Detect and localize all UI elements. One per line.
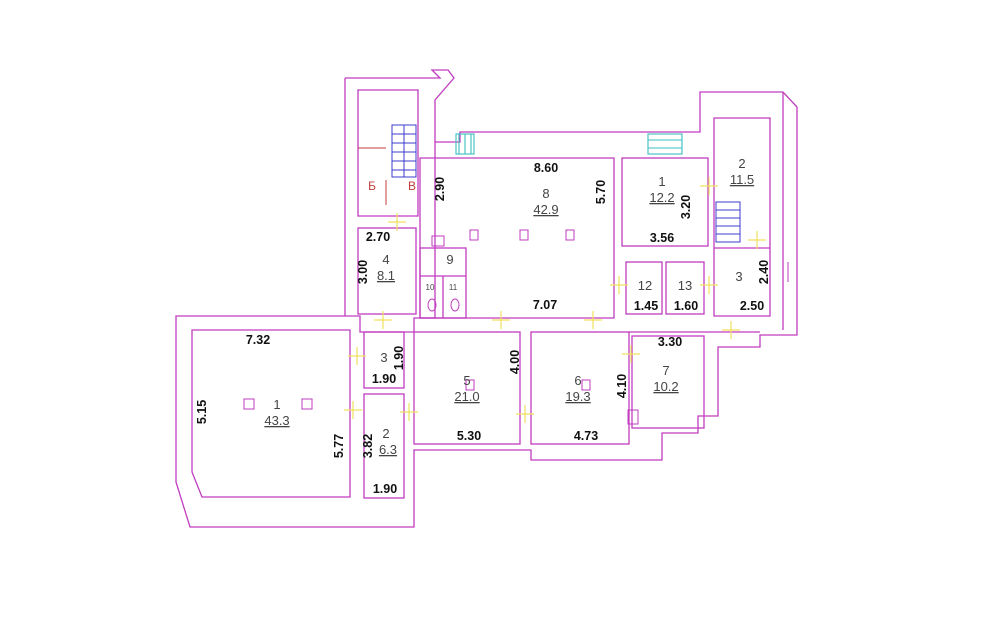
room-label: 11 (449, 283, 458, 292)
dimension: 5.77 (332, 434, 346, 458)
fixtures (243, 229, 789, 425)
room-label: 5 (463, 373, 470, 388)
walls (175, 69, 798, 528)
room-area: 42.9 (533, 202, 558, 217)
room-label: 1 (658, 174, 665, 189)
dimension: 3.20 (679, 195, 693, 219)
room-label: 13 (678, 278, 692, 293)
dimension: 2.70 (366, 230, 390, 244)
dimension: 1.90 (373, 482, 397, 496)
room-labels: 1 43.3 2 6.3 3 4 8.1 5 21.0 6 19.3 7 10.… (264, 156, 754, 457)
room-label: 2 (382, 426, 389, 441)
room-label: 6 (574, 373, 581, 388)
dimension: 4.00 (508, 350, 522, 374)
room-label: 8 (542, 186, 549, 201)
dimension: 3.82 (361, 434, 375, 458)
room-label: 3 (380, 350, 387, 365)
dimension: 2.50 (740, 299, 764, 313)
dimension: 5.15 (195, 400, 209, 424)
room-area: 11.5 (730, 172, 754, 187)
room-label: 12 (638, 278, 652, 293)
stairs (358, 124, 741, 243)
dimension: 1.90 (392, 346, 406, 370)
room-label: 2 (738, 156, 745, 171)
dimension: 7.07 (533, 298, 557, 312)
dimension: 4.73 (574, 429, 598, 443)
dimension: 1.60 (674, 299, 698, 313)
room-label: 9 (446, 252, 453, 267)
doors (344, 177, 766, 423)
windows (455, 133, 683, 155)
room-area: 8.1 (377, 268, 395, 283)
dimension: 4.10 (615, 374, 629, 398)
stair-label: Б (368, 179, 376, 193)
dimension: 3.00 (356, 260, 370, 284)
dimension-labels: 7.32 5.15 5.77 3.82 1.90 3.00 2.70 1.90 … (195, 161, 771, 496)
room-area: 10.2 (653, 379, 678, 394)
room-area: 43.3 (264, 413, 289, 428)
stair-label: В (408, 179, 416, 193)
room-label: 4 (382, 252, 389, 267)
dimension: 5.30 (457, 429, 481, 443)
dimension: 5.70 (594, 180, 608, 204)
room-area: 21.0 (454, 389, 479, 404)
dimension: 2.40 (757, 260, 771, 284)
room-label: 10 (426, 283, 435, 292)
dimension: 3.56 (650, 231, 674, 245)
room-area: 6.3 (379, 442, 397, 457)
room-label: 1 (273, 397, 280, 412)
dimension: 8.60 (534, 161, 558, 175)
room-label: 3 (735, 269, 742, 284)
dimension: 2.90 (433, 177, 447, 201)
dimension: 7.32 (246, 333, 270, 347)
room-label: 7 (662, 363, 669, 378)
room-area: 19.3 (565, 389, 590, 404)
dimension: 1.45 (634, 299, 658, 313)
dimension: 1.90 (372, 372, 396, 386)
dimension: 3.30 (658, 335, 682, 349)
room-area: 12.2 (649, 190, 674, 205)
